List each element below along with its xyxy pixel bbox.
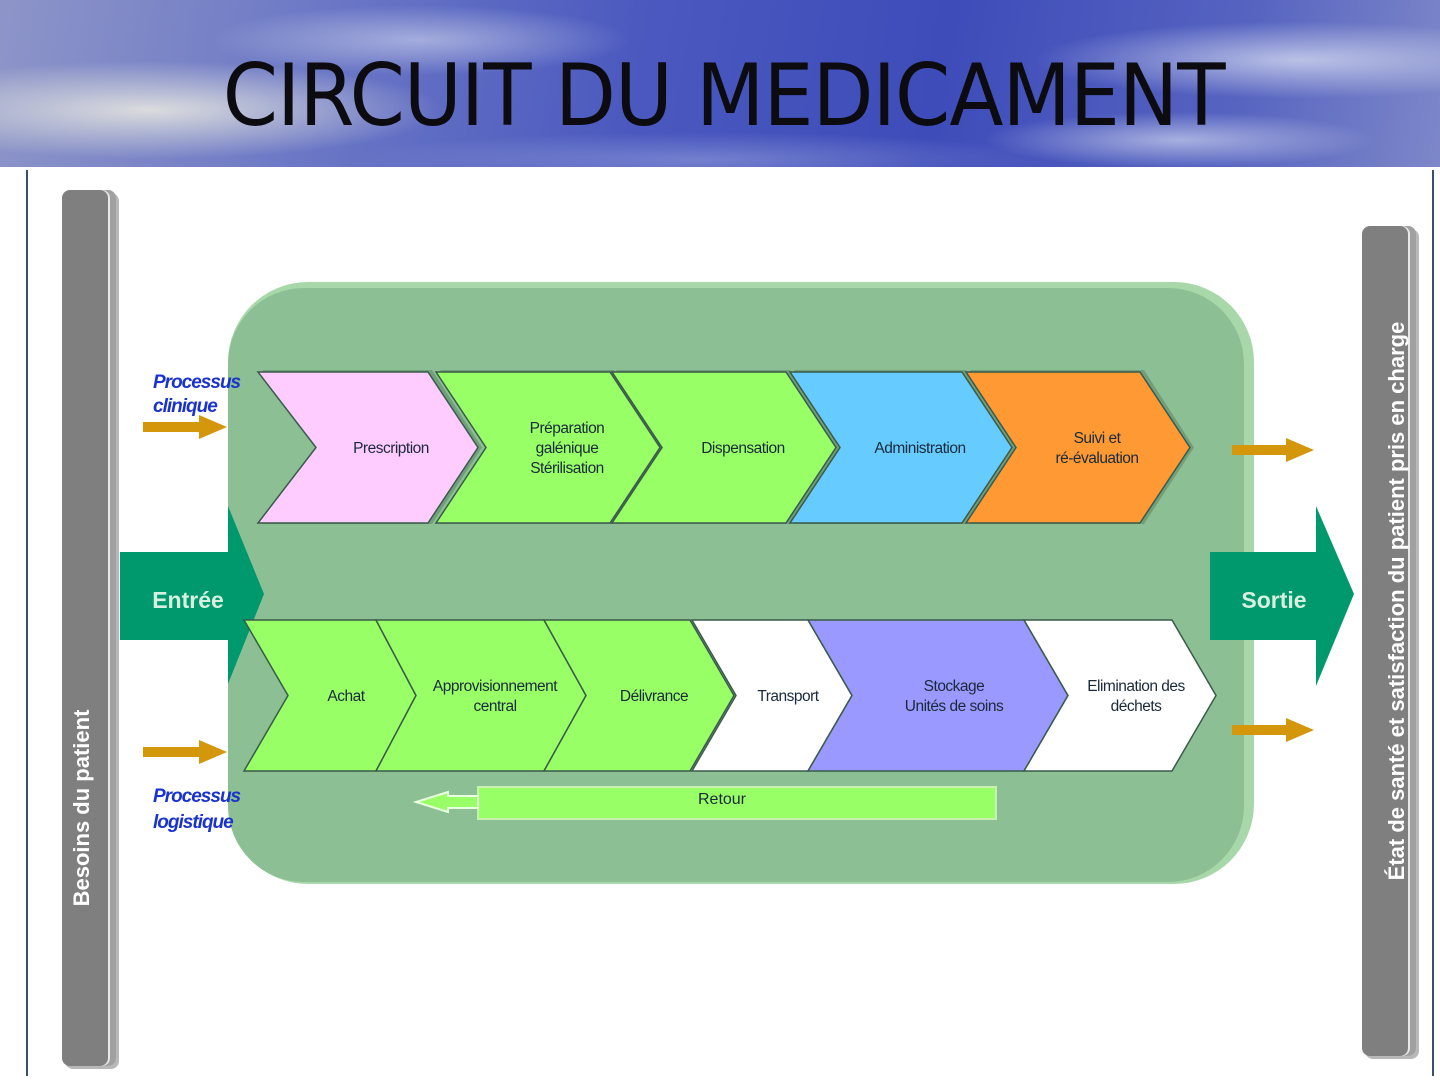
slide-border-left — [26, 170, 28, 1076]
entry-label: Entrée — [152, 587, 224, 613]
clinical-step-4-label: Administration — [874, 440, 965, 457]
clinical-step-1-shape — [256, 371, 479, 524]
logistic-step-3-label: Délivrance — [620, 688, 688, 705]
logistic-process-label-line2: logistique — [153, 812, 234, 833]
page-title: CIRCUIT DU MEDICAMENT — [222, 46, 1226, 146]
clinical-step-3-label: Dispensation — [701, 440, 785, 457]
clinical-step-2-label: galénique — [536, 440, 599, 457]
logistic-step-1-label: Achat — [327, 688, 365, 705]
entry-arrow: Entrée — [120, 506, 264, 684]
pillar-patient-outcome: État de santé et satisfaction du patient… — [1362, 226, 1416, 1056]
clinical-step-1-label: Prescription — [353, 440, 429, 457]
logistic-input-arrow — [143, 740, 227, 764]
return-arrowhead — [412, 790, 479, 814]
logistic-process-row: Achat Approvisionnement central Délivrance T… — [242, 619, 1217, 772]
logistic-step-6-shape — [1022, 619, 1217, 772]
logistic-step-3-shape — [542, 619, 735, 772]
logistic-step-2: Approvisionnement central — [374, 619, 587, 772]
clinical-step-3-shape — [610, 371, 837, 524]
logistic-step-6: Elimination des déchets — [1022, 619, 1217, 772]
slide-border-right — [1432, 170, 1434, 1076]
clinical-step-1: Prescription — [256, 371, 479, 524]
clinical-step-2-shape — [434, 371, 661, 524]
return-arrow: Retour — [412, 786, 997, 820]
clinical-step-2-label: Stérilisation — [530, 460, 604, 477]
exit-arrow: Sortie — [1210, 506, 1354, 686]
clinical-process-label-line1: Processus — [153, 372, 241, 393]
return-label: Retour — [698, 791, 747, 808]
clinical-step-2-label: Préparation — [530, 420, 605, 437]
clinical-step-5-label: Suivi et — [1074, 430, 1122, 447]
logistic-step-6-label: déchets — [1111, 698, 1163, 715]
logistic-step-5-label: Stockage — [924, 678, 985, 695]
clinical-step-5-label: ré-évaluation — [1055, 450, 1138, 467]
clinical-step-5-shape — [964, 371, 1191, 524]
title-banner: CIRCUIT DU MEDICAMENT — [0, 0, 1440, 167]
logistic-step-6-label: Elimination des — [1087, 678, 1185, 695]
clinical-step-4-shape — [788, 371, 1013, 524]
logistic-step-5-label: Unités de soins — [905, 698, 1004, 715]
clinical-process-label-line2: clinique — [153, 396, 218, 417]
pillar-patient-needs: Besoins du patient — [62, 190, 116, 1066]
logistic-process-label-line1: Processus — [153, 786, 241, 807]
clinical-step-3: Dispensation — [610, 371, 837, 524]
logistic-step-2-label: central — [473, 698, 516, 715]
logistic-step-3: Délivrance — [542, 619, 735, 772]
clinical-step-4: Administration — [788, 371, 1013, 524]
clinical-output-arrow — [1232, 438, 1314, 462]
clinical-input-arrow — [143, 415, 227, 439]
logistic-step-2-label: Approvisionnement — [433, 678, 558, 695]
clinical-step-5: Suivi et ré-évaluation — [964, 371, 1191, 524]
logistic-step-4-label: Transport — [757, 688, 819, 705]
logistic-output-arrow — [1232, 718, 1314, 742]
exit-label: Sortie — [1241, 587, 1306, 613]
clinical-process-row: Prescription Préparation galéniqueStérilis… — [256, 370, 1194, 524]
